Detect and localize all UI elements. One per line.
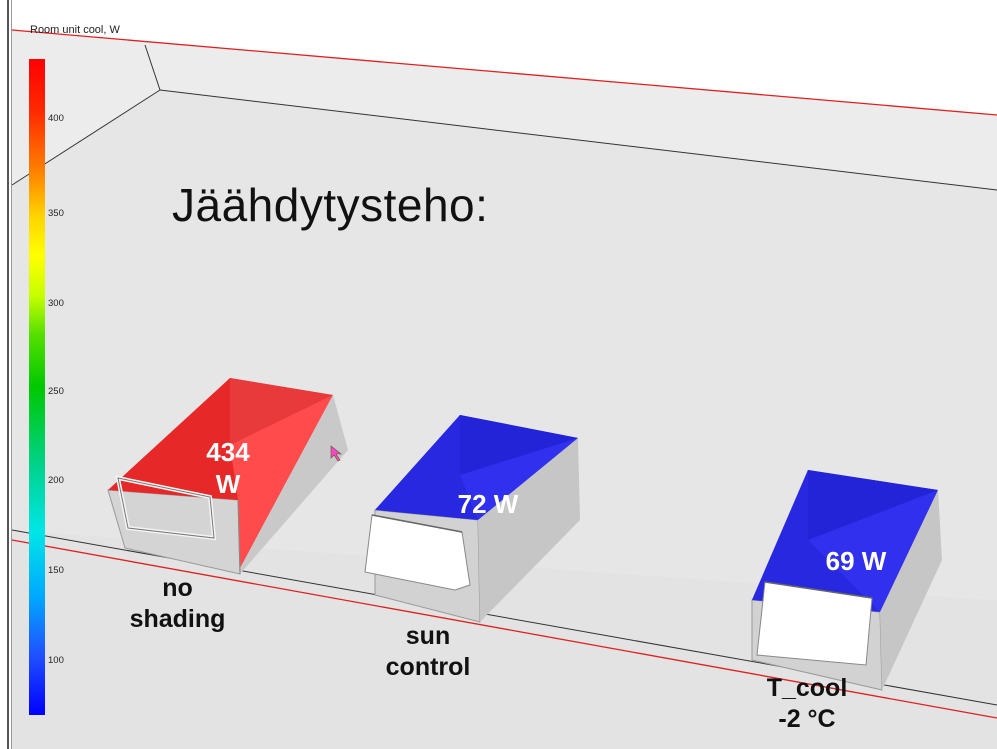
room-value-t-cool: 69 W [825,546,887,576]
legend-tick: 400 [48,113,64,124]
legend-title: Room unit cool, W [30,24,120,36]
legend-tick: 150 [48,565,64,576]
red-edge-top [11,29,997,116]
legend-tick: 350 [48,208,64,219]
color-scale-bar [29,59,45,715]
mouse-cursor-icon [330,445,342,462]
room-value-no-shading: 434 W [206,437,250,499]
legend-tick: 100 [48,655,64,666]
viewport-border-inner [11,0,12,749]
red-edge-bottom [11,539,997,719]
room-caption-t-cool: T_cool -2 °C [766,674,848,733]
room-caption-sun-control: sun control [385,622,471,681]
legend-tick: 300 [48,298,64,309]
ceiling-plane [12,30,997,190]
viewport-border [7,0,9,749]
roof-edge [159,89,997,191]
legend-tick: 200 [48,475,64,486]
room-value-sun-control: 72 W [457,489,519,519]
legend-tick: 250 [48,386,64,397]
room-caption-no-shading: no shading [129,574,226,633]
room-box-no-shading [107,378,348,575]
room-box-t-cool [751,470,942,691]
room-box-sun-control [364,415,580,623]
slide-heading: Jäähdytysteho: [172,179,489,231]
